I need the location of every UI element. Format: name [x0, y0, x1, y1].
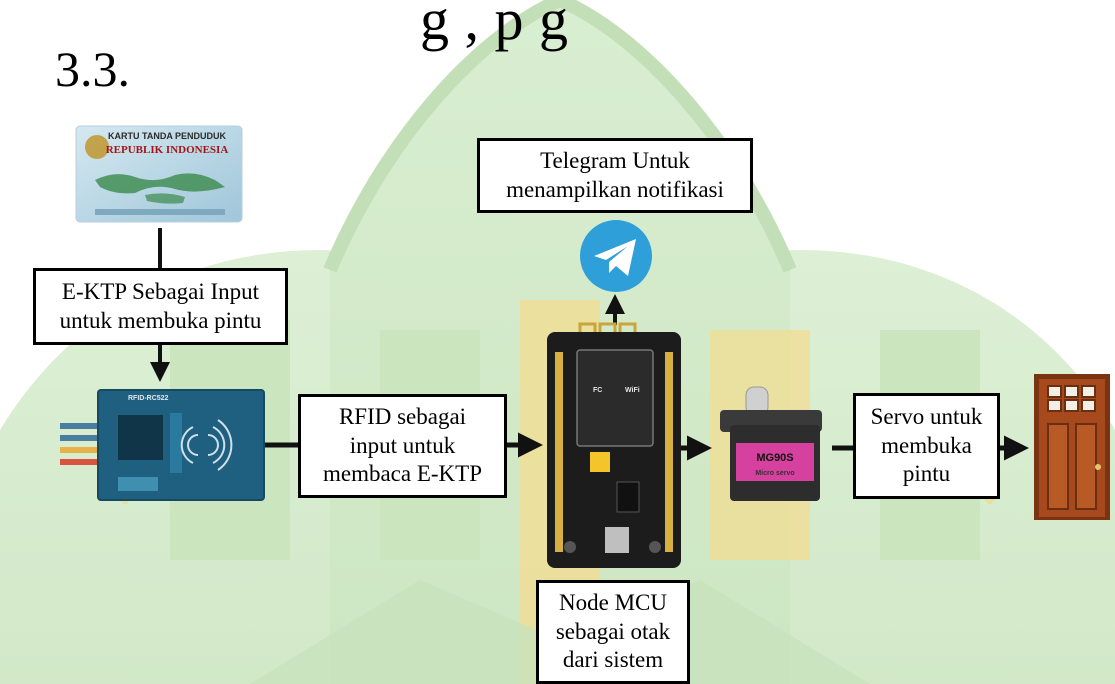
- telegram-label-line-1: Telegram Untuk: [540, 147, 690, 173]
- nodemcu-board-icon: FC WiFi: [547, 322, 681, 568]
- card-title-2: REPUBLIK INDONESIA: [106, 144, 229, 156]
- board-module-text: WiFi: [625, 387, 640, 394]
- servo-label-line-2: membuka: [881, 432, 972, 458]
- svg-text:FC: FC: [593, 387, 602, 394]
- rfid-label-line-2: input untuk: [349, 432, 456, 458]
- nodemcu-label-line-1: Node MCU: [559, 589, 667, 615]
- nodemcu-label-box: Node MCU sebagai otak dari sistem: [536, 580, 690, 684]
- ektp-label-line-1: E-KTP Sebagai Input: [61, 278, 260, 304]
- nodemcu-label-line-2: sebagai otak: [555, 618, 671, 644]
- door-icon: [1034, 374, 1110, 520]
- servo-label-line-3: pintu: [902, 461, 951, 487]
- rfid-label-box: RFID sebagai input untuk membaca E-KTP: [298, 394, 507, 498]
- servo-label-box: Servo untuk membuka pintu: [853, 393, 1000, 499]
- ektp-label-box: E-KTP Sebagai Input untuk membuka pintu: [33, 268, 288, 345]
- telegram-icon: [580, 220, 652, 292]
- servo-icon: MG90S Micro servo: [720, 386, 822, 501]
- rfid-label-line-3: membaca E-KTP: [322, 461, 483, 487]
- id-card-icon: KARTU TANDA PENDUDUK REPUBLIK INDONESIA: [75, 125, 243, 223]
- header-text-fragment: g , p g: [420, 0, 569, 52]
- ektp-label-line-2: untuk membuka pintu: [59, 307, 262, 333]
- telegram-label-line-2: menampilkan notifikasi: [506, 176, 724, 202]
- rfid-reader-icon: RFID-RC522: [60, 389, 265, 501]
- telegram-label-box: Telegram Untuk menampilkan notifikasi: [477, 138, 753, 213]
- rfid-label-line-1: RFID sebagai: [338, 403, 467, 429]
- rfid-module-label: RFID-RC522: [128, 395, 169, 402]
- servo-brand-text: Micro servo: [755, 470, 794, 477]
- card-title-1: KARTU TANDA PENDUDUK: [108, 131, 226, 141]
- servo-model-text: MG90S: [756, 452, 793, 464]
- servo-label-line-1: Servo untuk: [870, 403, 983, 429]
- section-number: 3.3.: [55, 41, 130, 97]
- nodemcu-label-line-3: dari sistem: [562, 647, 664, 673]
